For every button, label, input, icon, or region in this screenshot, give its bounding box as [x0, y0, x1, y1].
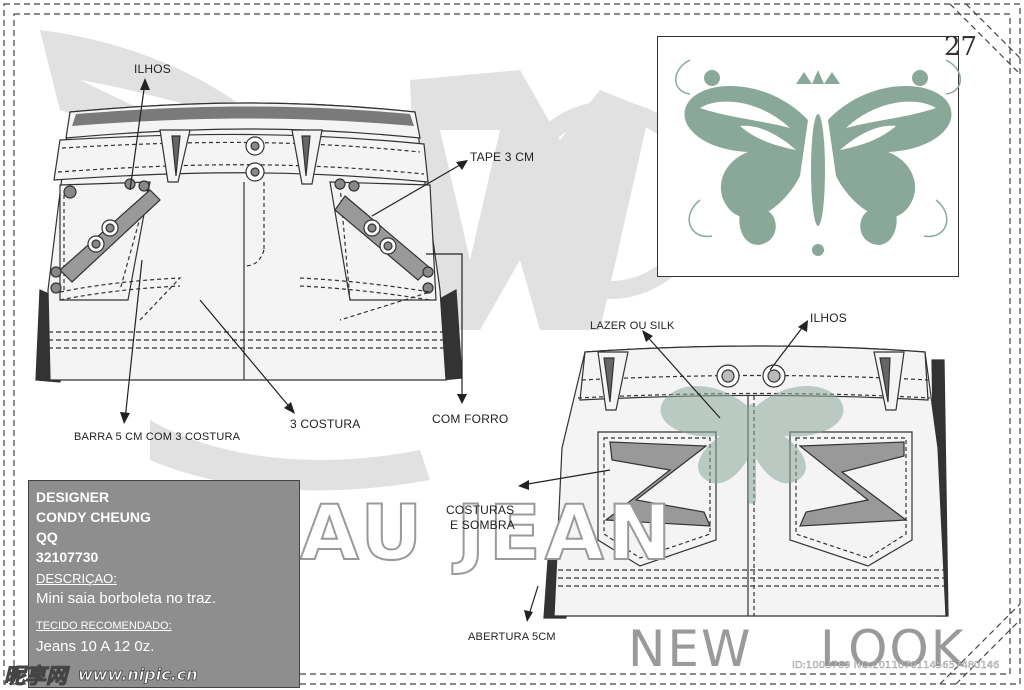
qq-label: QQ: [36, 529, 58, 545]
page-border: [3, 3, 1021, 685]
back-skirt: [543, 345, 949, 619]
label-com-forro: COM FORRO: [432, 412, 509, 426]
designer-title: DESIGNER: [36, 489, 110, 505]
label-e-sombra: E SOMBRA: [450, 518, 515, 532]
butterfly-silk-overlay: [660, 386, 844, 504]
label-abertura: ABERTURA 5CM: [468, 631, 556, 643]
image-id-stamp: ID:1003769 NO:20110701145657480146: [792, 660, 1000, 671]
watermark-jeans: AU JEAN: [299, 487, 676, 578]
nipic-url: www.nipic.cn: [78, 665, 198, 685]
description-text: Mini saia borboleta no traz.: [36, 590, 217, 607]
front-skirt: [35, 102, 463, 383]
watermark-look: LOOK: [820, 620, 966, 678]
arrow-heads: [120, 78, 808, 622]
label-ilhos-back: ILHOS: [810, 311, 848, 325]
label-tape: TAPE 3 CM: [470, 150, 535, 164]
designer-info-panel: DESIGNER CONDY CHEUNG QQ 32107730 DESCRI…: [28, 480, 300, 688]
qq-number: 32107730: [36, 549, 99, 565]
corner-stitch-top-right: [949, 3, 1021, 75]
label-lazer-ou-silk: LAZER OU SILK: [590, 320, 675, 332]
description-label: DESCRIÇAO:: [36, 571, 117, 586]
watermark-new: NEW: [628, 620, 753, 678]
label-3-costura: 3 COSTURA: [290, 417, 361, 431]
label-costuras: COSTURAS: [446, 503, 515, 517]
label-ilhos-front: ILHOS: [134, 62, 172, 76]
page-number: 27: [944, 32, 978, 62]
label-barra: BARRA 5 CM COM 3 COSTURA: [74, 431, 241, 443]
print-artwork-frame: [657, 36, 959, 277]
nipic-logo: 昵享网: [4, 664, 68, 689]
fabric-text: Jeans 10 A 12 0z.: [36, 638, 155, 655]
callout-lines: [124, 81, 806, 619]
fabric-label: TECIDO RECOMENDADO:: [36, 620, 172, 632]
designer-name: CONDY CHEUNG: [36, 509, 151, 525]
corner-stitch-bottom-right: [939, 603, 1021, 685]
